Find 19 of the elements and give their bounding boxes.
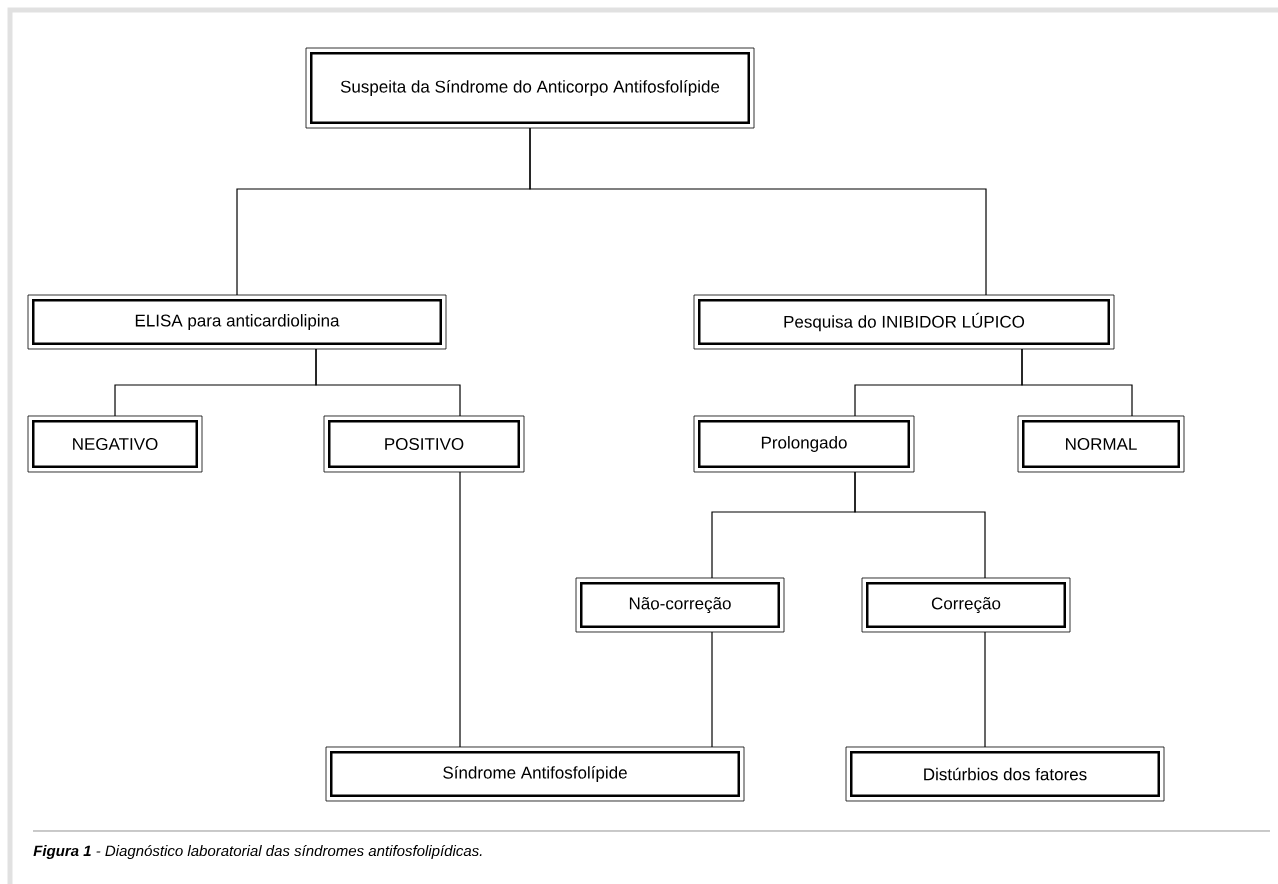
- connector-line: [854, 471, 986, 579]
- connector-line: [984, 631, 986, 748]
- connector-line: [529, 127, 987, 296]
- connector-line: [459, 471, 461, 748]
- connector-line: [315, 348, 461, 417]
- process-box: POSITIVO: [323, 415, 525, 473]
- process-box: NORMAL: [1017, 415, 1185, 473]
- process-box: Correção: [861, 577, 1071, 633]
- process-box: Distúrbios dos fatores: [845, 746, 1165, 802]
- process-box: Prolongado: [693, 415, 915, 473]
- process-box: Pesquisa do INIBIDOR LÚPICO: [693, 294, 1115, 350]
- process-box: Não-correção: [575, 577, 785, 633]
- process-box: Suspeita da Síndrome do Anticorpo Antifosfolípide: [305, 47, 755, 129]
- connector-line: [711, 631, 713, 748]
- process-box: NEGATIVO: [27, 415, 203, 473]
- caption: Figura 1 - Diagnóstico laboratorial das síndromes antifosfolipídicas.: [33, 844, 482, 860]
- process-box: Síndrome Antifosfolípide: [325, 746, 745, 802]
- connector-line: [1021, 348, 1133, 417]
- process-box: ELISA para anticardiolipina: [27, 294, 447, 350]
